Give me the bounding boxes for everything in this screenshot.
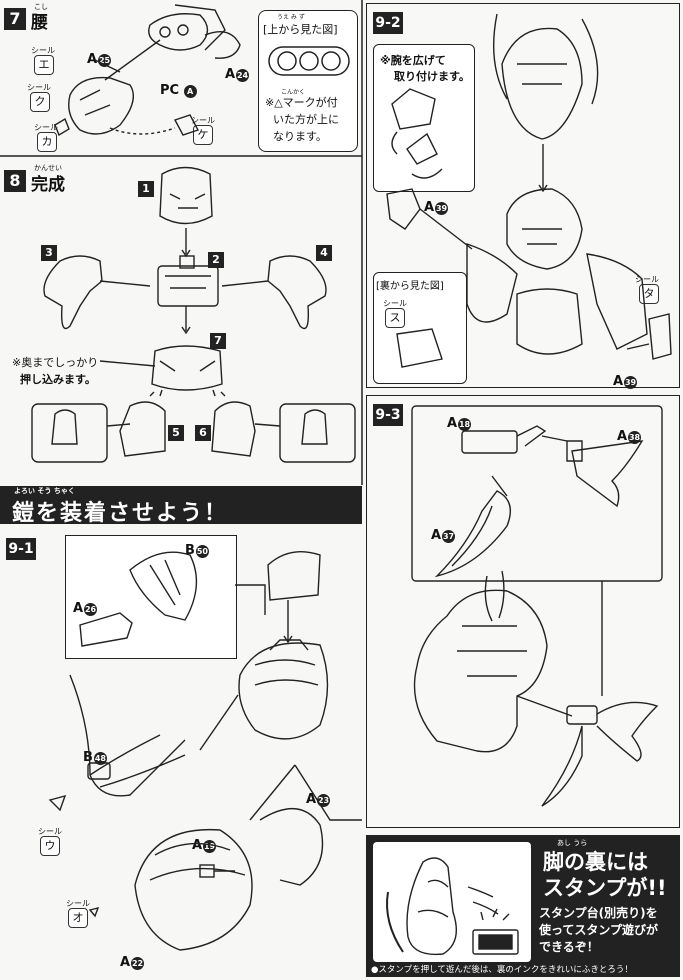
- stamp-footer: ●スタンプを押して遊んだ後は、裏のインクをきれいにふきとろう！: [371, 965, 633, 975]
- seal-label-e: シール: [31, 46, 55, 55]
- badge-4: 4: [316, 245, 332, 261]
- step8-note-1: ※奥までしっかり: [12, 356, 99, 369]
- step9-1-number: 9-1: [6, 538, 36, 560]
- badge-3: 3: [41, 245, 57, 261]
- upper-body-armor-drawing: [386, 13, 672, 368]
- banner-text: 鎧を装着させよう！: [12, 501, 229, 526]
- pc-part-top-view: [268, 46, 350, 76]
- seal-ka: カ: [37, 132, 57, 152]
- step8-title: 完成: [31, 175, 65, 195]
- step8-title-ruby: かんせい: [34, 164, 62, 172]
- completed-body-drawing: [31, 166, 356, 463]
- step9-2-inset: ※腕を広げて 取り付けます。: [373, 44, 475, 192]
- step7-title: 腰: [31, 13, 48, 33]
- badge-1: 1: [138, 181, 154, 197]
- top-view-note-1: ※△マークが付: [265, 96, 338, 109]
- top-view-inset: うえ み ず [上から見た図] こんかく ※△マークが付 いた方が上に なります…: [258, 10, 358, 152]
- pc-a: PC A: [160, 83, 197, 98]
- stamp-headline-1: 脚の裏には: [543, 850, 648, 874]
- helmet-armor-drawing: [48, 551, 362, 951]
- top-view-note-3: なります。: [273, 130, 327, 143]
- step9-2-note-1: ※腕を広げて: [380, 54, 446, 67]
- seal-e: エ: [34, 55, 54, 75]
- back-view-title: [裏から見た図]: [376, 281, 444, 292]
- top-view-note-ruby: こんかく: [281, 89, 306, 96]
- stamp-body-1: スタンプ台(別売り)を: [539, 906, 658, 920]
- top-view-title: [上から見た図]: [263, 23, 338, 36]
- seal-su: ス: [385, 308, 405, 328]
- badge-7: 7: [210, 333, 226, 349]
- armor-banner: よろい そう ちゃく 鎧を装着させよう！: [0, 486, 362, 526]
- step9-2-number: 9-2: [373, 12, 403, 34]
- stamp-foot-drawing: [386, 857, 519, 956]
- seal-label-ta: シール: [635, 275, 659, 284]
- step8-number: 8: [4, 170, 26, 192]
- badge-6: 6: [195, 425, 211, 441]
- seal-label-ka: シール: [34, 123, 58, 132]
- badge-5: 5: [168, 425, 184, 441]
- step9-3-number: 9-3: [373, 404, 403, 426]
- seal-ku: ク: [30, 92, 50, 112]
- top-view-note-2: いた方が上に: [273, 113, 339, 126]
- step8-note-2: 押し込みます。: [20, 373, 96, 386]
- seal-label-su: シール: [383, 299, 407, 308]
- stamp-body-2: 使ってスタンプ遊びが: [539, 923, 659, 937]
- wing-assembly-drawing: [411, 405, 663, 807]
- seal-label-o: シール: [66, 899, 90, 908]
- stamp-headline-2: スタンプが!!: [543, 876, 667, 900]
- seal-label-u: シール: [38, 827, 62, 836]
- step9-2-note-2: 取り付けます。: [394, 70, 470, 83]
- banner-ruby: よろい そう ちゃく: [14, 487, 75, 495]
- seal-u: ウ: [40, 836, 60, 856]
- stamp-body-3: できるぞ！: [539, 940, 599, 954]
- badge-2: 2: [208, 252, 224, 268]
- step7-title-ruby: こし: [34, 3, 48, 11]
- waist-armor-drawing: [54, 4, 241, 137]
- back-view-inset: [裏から見た図]: [373, 272, 467, 384]
- step7-number: 7: [4, 8, 26, 30]
- seal-o: オ: [68, 908, 88, 928]
- top-view-ruby: うえ み ず: [277, 14, 305, 21]
- seal-label-ke: シール: [191, 116, 215, 125]
- stamp-ruby: あし うら: [557, 839, 588, 847]
- stamp-illustration: [373, 842, 531, 962]
- stamp-panel: あし うら 脚の裏には スタンプが!! スタンプ台(別売り)を 使ってスタンプ遊…: [366, 835, 680, 977]
- seal-label-ku: シール: [27, 83, 51, 92]
- step9-1-inset: [65, 535, 237, 659]
